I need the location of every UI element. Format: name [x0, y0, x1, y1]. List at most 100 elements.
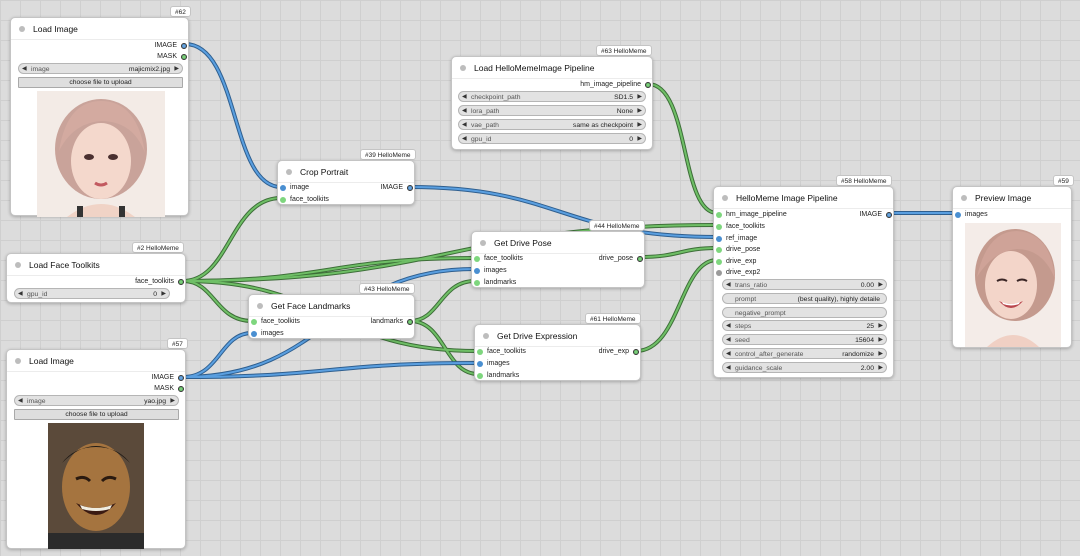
- output-face-toolkits[interactable]: face_toolkits: [135, 276, 185, 287]
- port-dot[interactable]: [474, 256, 480, 262]
- port-dot[interactable]: [886, 212, 892, 218]
- output-image[interactable]: IMAGE: [380, 182, 414, 193]
- input-image[interactable]: image: [279, 182, 309, 193]
- control-after-generate-select[interactable]: ◀ control_after_generate randomize ▶: [722, 348, 887, 359]
- port-dot[interactable]: [178, 375, 184, 381]
- input-images[interactable]: images: [473, 265, 507, 276]
- arrow-right-icon[interactable]: ▶: [637, 136, 642, 142]
- arrow-left-icon[interactable]: ◀: [462, 136, 467, 142]
- node-header[interactable]: HelloMeme Image Pipeline: [714, 187, 893, 209]
- arrow-left-icon[interactable]: ◀: [726, 351, 731, 357]
- arrow-left-icon[interactable]: ◀: [462, 94, 467, 100]
- crop-portrait-node[interactable]: Crop Portrait image face_toolkits IMAGE: [277, 160, 415, 205]
- output-mask[interactable]: MASK: [154, 383, 185, 394]
- prompt-field[interactable]: prompt (best quality), highly detaile: [722, 293, 887, 304]
- node-header[interactable]: Crop Portrait: [278, 161, 414, 183]
- arrow-right-icon[interactable]: ▶: [878, 351, 883, 357]
- input-hm-image-pipeline[interactable]: hm_image_pipeline: [715, 209, 787, 220]
- port-dot[interactable]: [645, 82, 651, 88]
- arrow-left-icon[interactable]: ◀: [18, 291, 23, 297]
- output-hm-image-pipeline[interactable]: hm_image_pipeline: [580, 79, 652, 90]
- preview-image-node[interactable]: Preview Image images: [952, 186, 1072, 348]
- node-header[interactable]: Get Drive Expression: [475, 325, 640, 347]
- output-drive-pose[interactable]: drive_pose: [599, 253, 644, 264]
- input-face-toolkits[interactable]: face_toolkits: [715, 221, 765, 232]
- trans-ratio-number[interactable]: ◀ trans_ratio 0.00 ▶: [722, 279, 887, 290]
- output-landmarks[interactable]: landmarks: [371, 316, 414, 327]
- get-face-landmarks-node[interactable]: Get Face Landmarks face_toolkits images …: [248, 294, 415, 339]
- arrow-left-icon[interactable]: ◀: [22, 66, 27, 72]
- vae-path-select[interactable]: ◀ vae_path same as checkpoint ▶: [458, 119, 646, 130]
- input-ref-image[interactable]: ref_image: [715, 233, 757, 244]
- port-dot[interactable]: [251, 331, 257, 337]
- get-drive-pose-node[interactable]: Get Drive Pose face_toolkits images land…: [471, 231, 645, 288]
- arrow-right-icon[interactable]: ▶: [174, 66, 179, 72]
- input-images[interactable]: images: [954, 209, 988, 220]
- gpu-id-number[interactable]: ◀ gpu_id 0 ▶: [14, 288, 170, 299]
- output-mask[interactable]: MASK: [157, 51, 188, 62]
- port-dot[interactable]: [178, 279, 184, 285]
- input-landmarks[interactable]: landmarks: [473, 277, 516, 288]
- port-dot[interactable]: [474, 280, 480, 286]
- input-drive-exp2[interactable]: drive_exp2: [715, 267, 760, 278]
- arrow-left-icon[interactable]: ◀: [462, 108, 467, 114]
- input-drive-pose[interactable]: drive_pose: [715, 244, 760, 255]
- node-header[interactable]: Load HelloMemeImage Pipeline: [452, 57, 652, 79]
- port-dot[interactable]: [251, 319, 257, 325]
- lora-path-select[interactable]: ◀ lora_path None ▶: [458, 105, 646, 116]
- arrow-right-icon[interactable]: ▶: [878, 337, 883, 343]
- input-face-toolkits[interactable]: face_toolkits: [476, 346, 526, 357]
- arrow-right-icon[interactable]: ▶: [161, 291, 166, 297]
- guidance-scale-number[interactable]: ◀ guidance_scale 2.00 ▶: [722, 362, 887, 373]
- get-drive-expression-node[interactable]: Get Drive Expression face_toolkits image…: [474, 324, 641, 381]
- port-dot[interactable]: [716, 259, 722, 265]
- arrow-left-icon[interactable]: ◀: [726, 365, 731, 371]
- arrow-right-icon[interactable]: ▶: [878, 323, 883, 329]
- port-dot[interactable]: [407, 319, 413, 325]
- arrow-left-icon[interactable]: ◀: [726, 323, 731, 329]
- input-landmarks[interactable]: landmarks: [476, 370, 519, 381]
- output-image[interactable]: IMAGE: [151, 372, 185, 383]
- arrow-right-icon[interactable]: ▶: [170, 398, 175, 404]
- port-dot[interactable]: [716, 247, 722, 253]
- load-hellomeme-pipeline-node[interactable]: Load HelloMemeImage Pipeline hm_image_pi…: [451, 56, 653, 150]
- hellomeme-image-pipeline-node[interactable]: HelloMeme Image Pipeline hm_image_pipeli…: [713, 186, 894, 378]
- node-header[interactable]: Load Face Toolkits: [7, 254, 185, 276]
- port-dot[interactable]: [280, 185, 286, 191]
- steps-number[interactable]: ◀ steps 25 ▶: [722, 320, 887, 331]
- image-select[interactable]: ◀ image majicmix2.jpg ▶: [18, 63, 183, 74]
- negative-prompt-field[interactable]: negative_prompt: [722, 307, 887, 318]
- arrow-left-icon[interactable]: ◀: [726, 282, 731, 288]
- checkpoint-path-select[interactable]: ◀ checkpoint_path SD1.5 ▶: [458, 91, 646, 102]
- node-header[interactable]: Get Face Landmarks: [249, 295, 414, 317]
- gpu-id-number[interactable]: ◀ gpu_id 0 ▶: [458, 133, 646, 144]
- output-drive-exp[interactable]: drive_exp: [599, 346, 640, 357]
- seed-number[interactable]: ◀ seed 15604 ▶: [722, 334, 887, 345]
- port-dot[interactable]: [181, 54, 187, 60]
- upload-button[interactable]: choose file to upload: [18, 77, 183, 88]
- input-drive-exp[interactable]: drive_exp: [715, 256, 756, 267]
- arrow-left-icon[interactable]: ◀: [462, 122, 467, 128]
- port-dot[interactable]: [280, 197, 286, 203]
- port-dot[interactable]: [474, 268, 480, 274]
- port-dot[interactable]: [955, 212, 961, 218]
- input-images[interactable]: images: [250, 328, 284, 339]
- port-dot[interactable]: [716, 270, 722, 276]
- load-image-node-62[interactable]: Load Image IMAGE MASK ◀ image majicmix2.…: [10, 17, 189, 217]
- port-dot[interactable]: [633, 349, 639, 355]
- arrow-left-icon[interactable]: ◀: [18, 398, 23, 404]
- load-face-toolkits-node[interactable]: Load Face Toolkits face_toolkits ◀ gpu_i…: [6, 253, 186, 303]
- port-dot[interactable]: [477, 361, 483, 367]
- port-dot[interactable]: [637, 256, 643, 262]
- image-select[interactable]: ◀ image yao.jpg ▶: [14, 395, 179, 406]
- arrow-right-icon[interactable]: ▶: [637, 122, 642, 128]
- input-face-toolkits[interactable]: face_toolkits: [473, 253, 523, 264]
- upload-button[interactable]: choose file to upload: [14, 409, 179, 420]
- arrow-left-icon[interactable]: ◀: [726, 337, 731, 343]
- input-images[interactable]: images: [476, 358, 510, 369]
- node-header[interactable]: Preview Image: [953, 187, 1071, 209]
- node-header[interactable]: Get Drive Pose: [472, 232, 644, 254]
- arrow-right-icon[interactable]: ▶: [878, 282, 883, 288]
- port-dot[interactable]: [716, 236, 722, 242]
- port-dot[interactable]: [407, 185, 413, 191]
